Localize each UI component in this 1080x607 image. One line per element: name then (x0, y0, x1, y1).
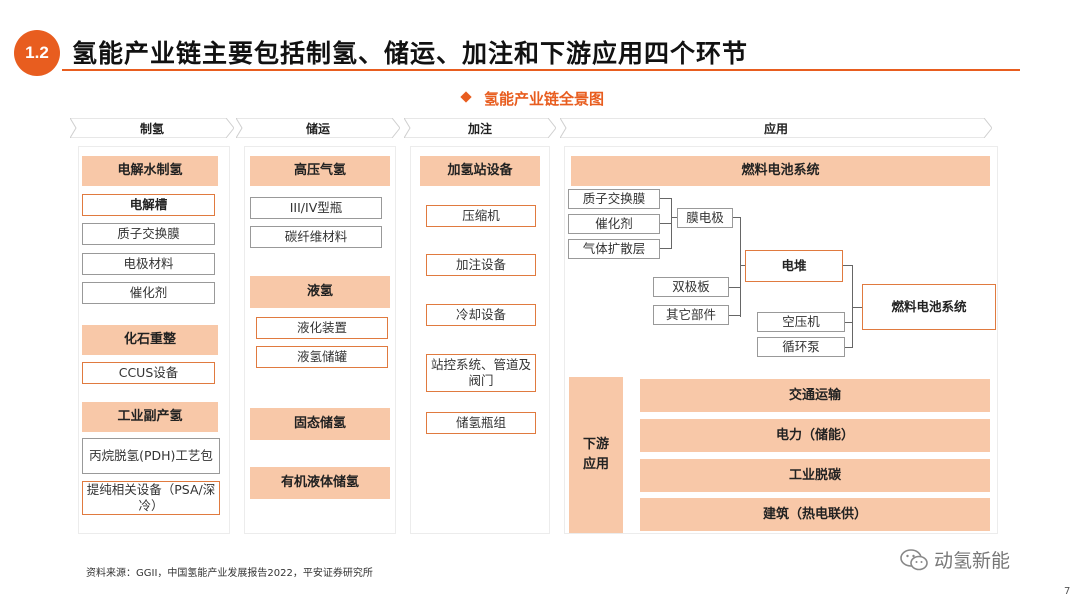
downstream-building: 建筑（热电联供） (640, 498, 990, 531)
connector (852, 307, 862, 308)
refueling-item-dispenser: 加注设备 (426, 254, 536, 276)
production-item-ccus: CCUS设备 (82, 362, 215, 384)
watermark-text: 动氢新能 (934, 550, 1011, 572)
stage-production-label: 制氢 (139, 121, 164, 136)
production-group-fossil: 化石重整 (82, 325, 218, 355)
diamond-icon (460, 91, 472, 103)
wechat-icon (900, 548, 928, 570)
production-item-catalyst: 催化剂 (82, 282, 215, 304)
fc-stack: 电堆 (745, 250, 843, 282)
storage-item-liquid-tank: 液氢储罐 (256, 346, 388, 368)
diagram-title: 氢能产业链全景图 (484, 90, 605, 108)
stage-refueling-label: 加注 (467, 121, 492, 136)
page-number: 7 (1064, 586, 1071, 597)
refueling-station-equipment: 加氢站设备 (420, 156, 540, 186)
connector (740, 265, 745, 266)
watermark: 动氢新能 (900, 546, 1010, 573)
page-title: 氢能产业链主要包括制氢、储运、加注和下游应用四个环节 (72, 39, 749, 68)
stage-production: 制氢 (70, 118, 234, 138)
storage-item-liquefier: 液化装置 (256, 317, 388, 339)
refueling-item-cylinders: 储氢瓶组 (426, 412, 536, 434)
stage-storage: 储运 (236, 118, 400, 138)
stage-refueling: 加注 (404, 118, 556, 138)
connector (729, 287, 741, 288)
fc-circulation-pump: 循环泵 (757, 337, 845, 357)
connector (660, 248, 672, 249)
storage-group-liquid: 液氢 (250, 276, 390, 308)
fc-part-gdl: 气体扩散层 (568, 239, 660, 259)
connector (729, 315, 741, 316)
fc-system: 燃料电池系统 (862, 284, 996, 330)
fc-part-pem: 质子交换膜 (568, 189, 660, 209)
production-item-pem: 质子交换膜 (82, 223, 215, 245)
storage-item-tank: III/IV型瓶 (250, 197, 382, 219)
downstream-industry: 工业脱碳 (640, 459, 990, 492)
connector (845, 347, 853, 348)
section-badge: 1.2 (14, 30, 60, 76)
production-item-electrode: 电极材料 (82, 253, 215, 275)
refueling-item-control: 站控系统、管道及阀门 (426, 354, 536, 392)
fc-bipolar-plate: 双极板 (653, 277, 729, 297)
refueling-item-cooling: 冷却设备 (426, 304, 536, 326)
connector (671, 217, 677, 218)
downstream-label: 下游应用 (569, 377, 623, 533)
connector (740, 217, 741, 317)
fc-part-catalyst: 催化剂 (568, 214, 660, 234)
fc-air-compressor: 空压机 (757, 312, 845, 332)
stage-application-label: 应用 (763, 121, 788, 136)
fuel-cell-system-header: 燃料电池系统 (571, 156, 990, 186)
storage-item-carbon-fiber: 碳纤维材料 (250, 226, 382, 248)
downstream-transport: 交通运输 (640, 379, 990, 412)
production-item-psa: 提纯相关设备（PSA/深冷） (82, 481, 220, 515)
connector (845, 322, 853, 323)
stage-storage-label: 储运 (305, 121, 330, 136)
connector (660, 223, 672, 224)
fc-other-parts: 其它部件 (653, 305, 729, 325)
downstream-power: 电力（储能） (640, 419, 990, 452)
source-note: 资料来源：GGII，中国氢能产业发展报告2022，平安证券研究所 (86, 568, 373, 579)
connector (733, 217, 741, 218)
connector (660, 198, 672, 199)
refueling-item-compressor: 压缩机 (426, 205, 536, 227)
production-group-byproduct: 工业副产氢 (82, 402, 218, 432)
production-item-electrolyzer: 电解槽 (82, 194, 215, 216)
production-item-pdh: 丙烷脱氢(PDH)工艺包 (82, 438, 220, 474)
connector (843, 265, 853, 266)
connector (852, 265, 853, 347)
storage-group-organic: 有机液体储氢 (250, 467, 390, 499)
storage-group-solid: 固态储氢 (250, 408, 390, 440)
production-group-electrolysis: 电解水制氢 (82, 156, 218, 186)
title-rule (62, 69, 1020, 71)
fc-mea: 膜电极 (677, 208, 733, 228)
storage-group-gas: 高压气氢 (250, 156, 390, 186)
stage-application: 应用 (560, 118, 992, 138)
connector (671, 198, 672, 249)
